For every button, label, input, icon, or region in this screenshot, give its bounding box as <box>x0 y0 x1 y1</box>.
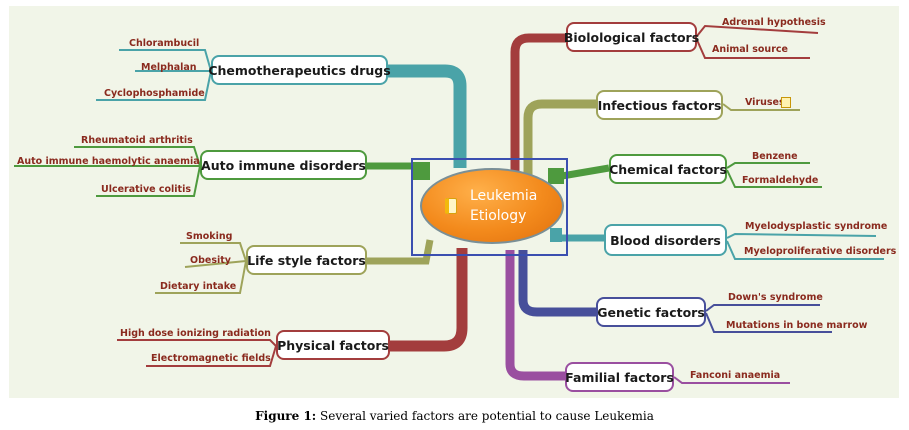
leaf-line-ulcerative <box>96 165 201 197</box>
leaf-line-adrenal <box>696 24 819 37</box>
leaf-line-dietary <box>155 260 247 294</box>
center-label: Leukemia Etiology <box>470 186 560 226</box>
node-chemical-factors: Chemical factors <box>609 154 727 184</box>
leaf-mutations-bone-marrow: Mutations in bone marrow <box>726 320 868 331</box>
node-chemotherapeutics-drugs: Chemotherapeutics drugs <box>208 55 391 85</box>
leaf-line-viruses <box>722 103 800 111</box>
branch-blood-stub <box>550 228 562 242</box>
leaf-fanconi-anaemia: Fanconi anaemia <box>690 370 781 381</box>
leaf-line-rheumatoid <box>74 146 201 167</box>
leaf-line-myelodys <box>726 232 877 239</box>
leaf-line-chlorambucil <box>119 49 212 72</box>
leaf-dietary-intake: Dietary intake <box>160 281 237 292</box>
node-auto-immune-disorders: Auto immune disorders <box>200 150 367 180</box>
leaf-viruses: Viruses <box>745 97 785 108</box>
leaf-line-benzene <box>726 162 810 169</box>
leaf-line-downs <box>705 304 820 312</box>
leaf-adrenal-hypothesis: Adrenal hypothesis <box>722 17 826 28</box>
leaf-animal-source: Animal source <box>712 44 788 55</box>
leaf-line-mutations <box>705 312 832 333</box>
caption-text: Several varied factors are potential to … <box>316 409 654 423</box>
leaf-rheumatoid-arthritis: Rheumatoid arthritis <box>81 135 193 146</box>
branch-infectious <box>523 99 596 175</box>
center-line2: Etiology <box>470 208 527 224</box>
leaf-line-smoking <box>180 242 247 262</box>
node-biological-factors: Biolological factors <box>564 22 699 52</box>
leaf-high-dose-ionizing-radiation: High dose ionizing radiation <box>120 328 271 339</box>
leaf-myeloproliferative: Myeloproliferative disorders <box>744 246 897 257</box>
leaf-line-animal <box>696 39 810 59</box>
branch-physical <box>390 248 468 352</box>
leaf-downs-syndrome: Down's syndrome <box>728 292 823 303</box>
node-life-style-factors: Life style factors <box>246 245 367 275</box>
leaf-line-obesity <box>184 260 247 268</box>
leaf-line-radiation <box>117 339 277 347</box>
leaf-obesity: Obesity <box>190 255 231 266</box>
leaf-smoking: Smoking <box>186 231 233 242</box>
note-icon <box>781 97 791 108</box>
leaf-line-myelopro <box>726 240 884 260</box>
leaf-cyclophosphamide: Cyclophosphamide <box>104 88 205 99</box>
leaf-benzene: Benzene <box>752 151 798 162</box>
node-familial-factors: Familial factors <box>565 362 674 392</box>
leaf-melphalan: Melphalan <box>141 62 197 73</box>
caption-label: Figure 1: <box>255 409 317 423</box>
center-node <box>420 168 564 244</box>
node-infectious-factors: Infectious factors <box>596 90 723 120</box>
leaf-ulcerative-colitis: Ulcerative colitis <box>101 184 192 195</box>
node-genetic-factors: Genetic factors <box>596 297 706 327</box>
leaf-electromagnetic-fields: Electromagnetic fields <box>151 353 271 364</box>
leaf-myelodysplastic: Myelodysplastic syndrome <box>745 221 888 232</box>
branch-chemical-stub <box>548 168 564 184</box>
leaf-line-formaldehyde <box>726 169 822 188</box>
leaf-formaldehyde: Formaldehyde <box>742 175 819 186</box>
branch-chemical <box>561 164 610 180</box>
leaf-line-electromagnetic <box>146 345 277 367</box>
branch-familial <box>505 250 565 381</box>
figure-caption: Figure 1: Several varied factors are pot… <box>0 409 909 423</box>
node-physical-factors: Physical factors <box>276 330 390 360</box>
center-line1: Leukemia <box>470 188 538 204</box>
note-icon <box>445 198 457 214</box>
branch-biological <box>510 33 566 210</box>
branch-genetic <box>518 250 596 317</box>
branch-autoimmune-stub <box>412 162 430 180</box>
node-blood-disorders: Blood disorders <box>604 224 727 256</box>
leaf-auto-immune-haemolytic-anaemia: Auto immune haemolytic anaemia <box>17 156 200 167</box>
center-frame <box>411 158 568 256</box>
leaf-chlorambucil: Chlorambucil <box>129 38 200 49</box>
branch-chemo <box>388 64 467 168</box>
leaf-line-cyclophosphamide <box>96 70 212 101</box>
branch-lifestyle <box>367 239 434 265</box>
leaf-line-fanconi <box>673 376 790 384</box>
